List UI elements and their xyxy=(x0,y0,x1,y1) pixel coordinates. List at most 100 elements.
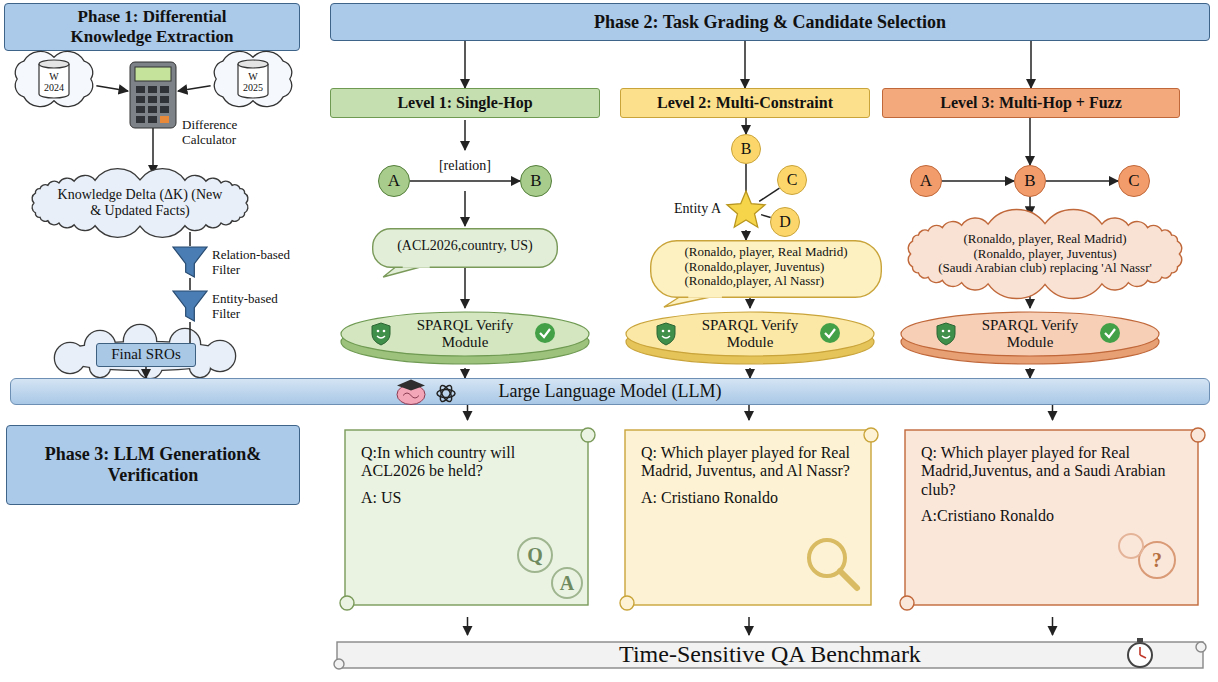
node-text: Level 1: Single-Hop xyxy=(397,94,532,112)
calculator-screen xyxy=(135,67,171,81)
connector-arrow xyxy=(1052,405,1054,420)
node-label: A: Cristiano Ronaldo xyxy=(641,489,853,507)
verify-module: SPARQL Verify Module xyxy=(340,308,590,368)
filter-funnel: Relation-based Filter xyxy=(172,246,208,278)
shield-icon xyxy=(657,323,675,345)
connector-arrow xyxy=(745,230,747,240)
tail-joint xyxy=(688,295,722,298)
node-label: B xyxy=(530,171,541,191)
edge-label: [relation] xyxy=(436,158,494,174)
node-text: Phase 1: Differential Knowledge Extracti… xyxy=(52,7,252,46)
scroll-curl xyxy=(1191,428,1205,442)
connector-arrow xyxy=(1029,368,1031,378)
level1-arrow xyxy=(464,120,466,150)
node-text: B xyxy=(530,171,541,191)
node-text: SPARQL Verify Module xyxy=(695,317,805,352)
node-text: B xyxy=(1024,171,1035,191)
node-label: Level 1: Single-Hop xyxy=(397,94,532,112)
node-label: A xyxy=(388,171,400,191)
entity-circle: B xyxy=(520,165,552,197)
triple-bubble: (ACL2026,country, US) xyxy=(372,228,558,268)
database-top xyxy=(238,60,268,68)
icon-letter: A xyxy=(560,573,574,593)
tail-joint xyxy=(403,265,430,268)
node-label: C xyxy=(787,171,798,189)
node-text: Phase 3: LLM Generation& Verification xyxy=(33,444,273,485)
entity-circle: B xyxy=(1014,165,1046,197)
node-label: (Ronaldo, player, Juventus) xyxy=(938,247,1152,262)
q-bubble-icon xyxy=(518,538,552,572)
verify-module: SPARQL Verify Module xyxy=(900,308,1160,368)
check-icon xyxy=(1100,323,1120,343)
node-label: W 2024 xyxy=(40,71,68,94)
disc-top xyxy=(901,312,1159,356)
connector-arrow xyxy=(748,617,750,635)
node-label: B xyxy=(741,140,752,158)
node-label: (Ronaldo, player, Real Madrid) xyxy=(938,232,1152,247)
node-label: D xyxy=(779,213,791,231)
scroll-body xyxy=(625,430,871,605)
result-box: Final SROs xyxy=(96,343,196,367)
connector-arrow xyxy=(189,232,191,246)
node-label: (Saudi Arabian club) replacing 'Al Nassr… xyxy=(938,261,1152,276)
entity-star: Entity A xyxy=(725,190,767,230)
connector-arrow xyxy=(467,405,469,420)
level-box: Level 3: Multi-Hop + Fuzz xyxy=(882,88,1180,118)
node-text: W 2025 xyxy=(239,71,267,94)
scroll-curl xyxy=(900,596,914,610)
funnel-shape xyxy=(173,247,207,277)
node-label: A: US xyxy=(361,489,570,507)
scroll-body xyxy=(337,642,1203,668)
connector-arrow xyxy=(1046,180,1118,182)
node-text: (Ronaldo, player, Real Madrid)(Ronaldo,p… xyxy=(684,245,847,290)
connector-arrow xyxy=(467,617,469,635)
node-label: (Ronaldo,player, Juventus) xyxy=(684,260,847,275)
magnifier-icon xyxy=(809,540,857,588)
node-label: Phase 2: Task Grading & Candidate Select… xyxy=(594,12,946,33)
chat-bubble-icon xyxy=(1119,534,1143,558)
cloud-shape xyxy=(32,169,248,238)
phase-header: Phase 3: LLM Generation& Verification xyxy=(6,425,300,505)
question-bubble-icon xyxy=(1139,542,1175,578)
node-label: Level 2: Multi-Constraint xyxy=(657,94,833,112)
node-label: C xyxy=(1128,171,1139,191)
level1-arrow xyxy=(464,191,466,226)
node-text: Knowledge Delta (ΔK) (New & Updated Fact… xyxy=(55,187,225,219)
qa-scroll: Q: Which player played for Real Madrid, … xyxy=(615,420,883,617)
connector-arrow xyxy=(145,367,147,378)
level-box: Level 1: Single-Hop xyxy=(330,88,600,118)
brain-icon xyxy=(397,380,425,405)
benchmark-scroll: Time-Sensitive QA Benchmark xyxy=(330,635,1210,675)
cloud-shape xyxy=(214,51,291,106)
scroll-curl xyxy=(1196,642,1206,652)
verify-module: SPARQL Verify Module xyxy=(625,308,875,368)
disc-top xyxy=(341,312,589,356)
connector-arrow xyxy=(748,405,750,420)
cloud-shape xyxy=(15,51,92,106)
openai-icon xyxy=(437,384,455,404)
node-label: Difference Calculator xyxy=(182,118,262,148)
scroll-curl xyxy=(620,596,634,610)
connector-arrow xyxy=(749,298,751,308)
node-label: SPARQL Verify Module xyxy=(975,317,1085,352)
connector-arrow xyxy=(96,86,128,91)
node-text: B xyxy=(741,140,752,158)
check-icon xyxy=(535,323,555,343)
node-label: W 2025 xyxy=(239,71,267,94)
node-label: Final SROs xyxy=(111,346,181,363)
node-text: (Ronaldo, player, Real Madrid)(Ronaldo, … xyxy=(938,232,1152,277)
phase-header: Phase 1: Differential Knowledge Extracti… xyxy=(4,3,300,51)
wikidata-cloud: W 2025 xyxy=(205,46,301,112)
scroll-curl xyxy=(334,659,344,669)
filter-funnel-shape xyxy=(172,290,208,322)
node-label: A xyxy=(920,171,932,191)
scroll-body xyxy=(905,430,1198,605)
node-label: Q: Which player played for Real Madrid,J… xyxy=(921,444,1180,499)
scroll-curl xyxy=(340,596,354,610)
node-label: Level 3: Multi-Hop + Fuzz xyxy=(940,94,1122,112)
icon-letter: Q xyxy=(527,545,543,565)
node-label: (Ronaldo,player, Al Nassr) xyxy=(684,274,847,289)
a-bubble-icon xyxy=(552,568,582,598)
wikidata-cloud: W 2024 xyxy=(6,46,102,112)
